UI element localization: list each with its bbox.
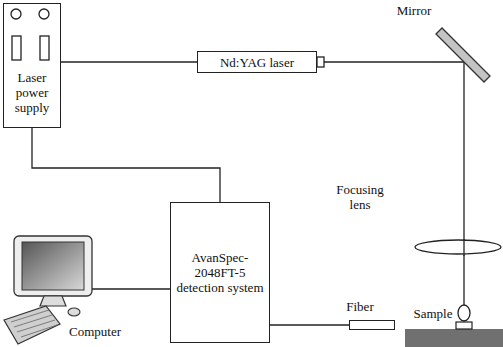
keyboard [4,306,60,344]
node-label: Focusing lens [330,182,390,212]
control-slot [40,36,49,60]
connector-line [463,86,464,240]
power-supply-box: Laser power supply [3,3,61,128]
laser-box: Nd:YAG laser [197,51,317,73]
node-label: AvanSpec-2048FT-5 detection system [174,250,266,295]
monitor-stand [40,296,66,306]
node-label: Mirror [389,3,439,18]
monitor-frame [14,236,92,296]
sample-stage [405,329,503,347]
sample-shape [458,305,470,321]
node-label: Fiber [330,299,390,314]
indicator-circle [11,9,21,19]
sample-holder [456,322,472,329]
monitor-screen [22,242,84,290]
mirror-plate [436,28,490,82]
indicator-circle [39,9,49,19]
keyboard-keys [11,310,57,337]
node-label: Computer [66,324,124,339]
connector-line [270,324,349,325]
computer-node: Computer [2,232,92,312]
connector-line [317,61,432,62]
lens-shape [415,240,501,254]
sample-node: Sample [457,305,471,322]
connector-line [32,128,220,202]
node-label: Sample [412,306,454,321]
node-label: Laser power supply [4,70,60,115]
detection-box: AvanSpec-2048FT-5 detection system [170,202,270,343]
connector-line [92,288,170,289]
mouse [68,308,80,316]
lens-node: Focusing lens [414,240,502,255]
laser-output-port [317,57,324,67]
mirror-node: Mirror [432,24,494,86]
connector-line [463,255,464,305]
beam-line [432,62,464,86]
fiber-box: Fiber [349,320,395,330]
connector-line [61,61,197,62]
node-label: Nd:YAG laser [220,55,294,70]
control-slot [12,36,21,60]
